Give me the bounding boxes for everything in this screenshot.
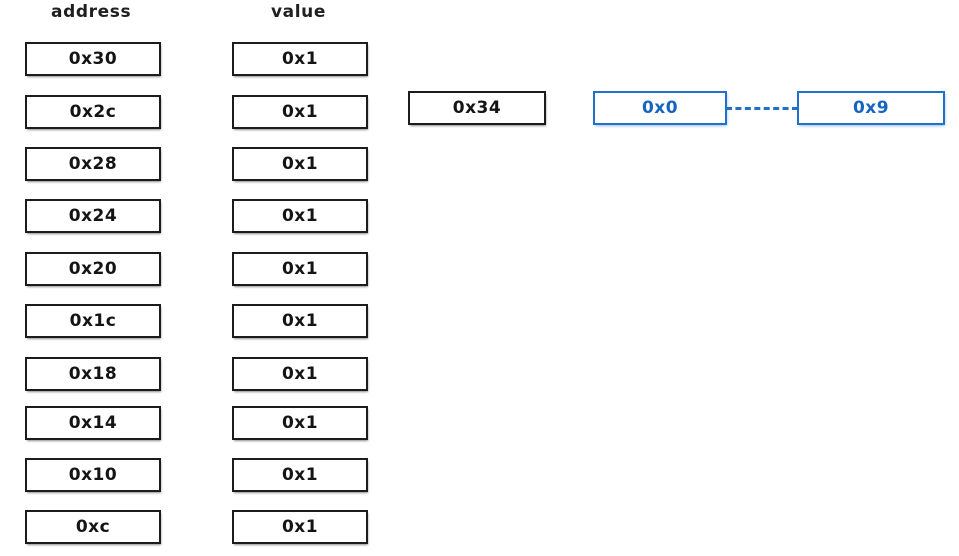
value-cell: 0x1 (232, 406, 368, 440)
value-cell: 0x1 (232, 42, 368, 76)
dashed-connector (726, 107, 798, 110)
value-cell: 0x1 (232, 510, 368, 544)
pointer-box: 0x34 (408, 91, 546, 125)
value-cell: 0x1 (232, 95, 368, 129)
value-cell: 0x1 (232, 357, 368, 391)
address-cell: 0xc (25, 510, 161, 544)
linked-box-second: 0x9 (797, 91, 945, 125)
value-cell: 0x1 (232, 304, 368, 338)
address-cell: 0x24 (25, 199, 161, 233)
address-cell: 0x1c (25, 304, 161, 338)
address-cell: 0x18 (25, 357, 161, 391)
value-cell: 0x1 (232, 252, 368, 286)
linked-box-first: 0x0 (593, 91, 727, 125)
value-cell: 0x1 (232, 199, 368, 233)
address-cell: 0x28 (25, 147, 161, 181)
address-cell: 0x10 (25, 458, 161, 492)
address-cell: 0x2c (25, 95, 161, 129)
value-column-header: value (271, 2, 327, 22)
address-column-header: address (51, 2, 132, 22)
address-cell: 0x20 (25, 252, 161, 286)
value-cell: 0x1 (232, 458, 368, 492)
address-cell: 0x30 (25, 42, 161, 76)
value-cell: 0x1 (232, 147, 368, 181)
address-cell: 0x14 (25, 406, 161, 440)
